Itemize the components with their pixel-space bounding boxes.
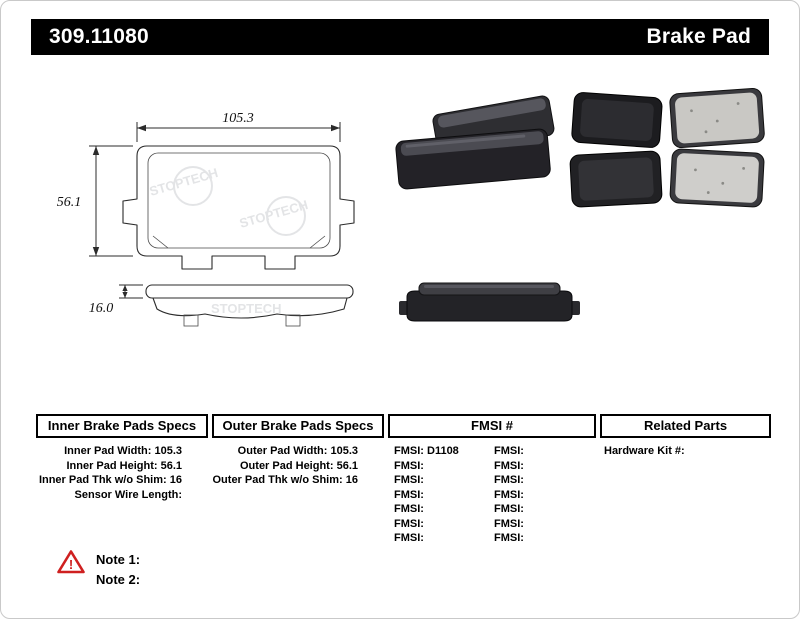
front-view-drawing: STOPTECH STOPTECH 105.3 56.1 bbox=[57, 111, 355, 270]
outer-specs-column: Outer Brake Pads Specs Outer Pad Width: … bbox=[212, 414, 384, 488]
stoptech-watermark: STOPTECH STOPTECH bbox=[148, 165, 310, 236]
spec-row: Sensor Wire Length: bbox=[74, 488, 182, 501]
fmsi-row: FMSI: bbox=[394, 459, 424, 472]
spec-row: Outer Pad Thk w/o Shim: 16 bbox=[212, 474, 359, 486]
friction-pad-bottom bbox=[669, 148, 765, 208]
outer-specs-header: Outer Brake Pads Specs bbox=[212, 414, 384, 438]
svg-text:!: ! bbox=[69, 557, 73, 572]
edge-friction-strip bbox=[418, 282, 561, 296]
fmsi-row: FMSI: bbox=[394, 532, 424, 544]
note-2: Note 2: bbox=[96, 572, 141, 587]
fmsi-row: FMSI: bbox=[494, 532, 524, 544]
front-pad-photo bbox=[395, 128, 551, 190]
spec-row: Inner Pad Thk w/o Shim: 16 bbox=[38, 474, 182, 486]
fmsi-row: FMSI: bbox=[494, 488, 524, 501]
side-tab bbox=[285, 314, 301, 327]
stoptech-watermark: STOPTECH bbox=[211, 301, 282, 316]
thickness-dim-label: 16.0 bbox=[89, 301, 114, 316]
fmsi-row: FMSI: bbox=[494, 517, 524, 530]
pad-inner-contour bbox=[147, 152, 331, 249]
spec-row: Inner Pad Width: 105.3 bbox=[64, 445, 182, 457]
fmsi-header: FMSI # bbox=[388, 414, 596, 438]
fmsi-row: FMSI: bbox=[494, 474, 524, 486]
warning-icon: ! bbox=[57, 550, 85, 574]
spec-row: Inner Pad Height: 56.1 bbox=[66, 459, 182, 472]
fmsi-row: FMSI: D1108 bbox=[394, 445, 459, 457]
side-view-drawing: STOPTECH 16.0 bbox=[89, 284, 354, 327]
fmsi-sub-column-2: FMSI: FMSI: FMSI: FMSI: FMSI: FMSI: FMSI… bbox=[494, 444, 524, 546]
product-name: Brake Pad bbox=[646, 25, 751, 48]
fmsi-row: FMSI: bbox=[494, 459, 524, 472]
related-parts-header: Related Parts bbox=[600, 414, 771, 438]
part-number: 309.11080 bbox=[49, 25, 149, 48]
width-dim-label: 105.3 bbox=[222, 111, 254, 126]
title-bar: 309.11080 Brake Pad bbox=[31, 19, 769, 55]
shim-pad-bottom bbox=[569, 150, 663, 208]
fmsi-row: FMSI: bbox=[394, 517, 424, 530]
note-1: Note 1: bbox=[96, 552, 141, 567]
detail-line bbox=[309, 235, 326, 249]
side-pad-body bbox=[152, 297, 348, 319]
height-dimension: 56.1 bbox=[57, 145, 133, 257]
spec-row: Outer Pad Width: 105.3 bbox=[237, 445, 358, 457]
thickness-dimension: 16.0 bbox=[89, 284, 143, 316]
fmsi-sub-column-1: FMSI: D1108 FMSI: FMSI: FMSI: FMSI: FMSI… bbox=[394, 444, 459, 546]
related-row: Hardware Kit #: bbox=[604, 445, 685, 457]
side-pad-strip bbox=[145, 284, 354, 299]
pad-outline bbox=[122, 145, 355, 270]
inner-specs-header: Inner Brake Pads Specs bbox=[36, 414, 208, 438]
fmsi-row: FMSI: bbox=[494, 445, 524, 457]
friction-pad-top bbox=[669, 87, 765, 149]
shim-pad-top bbox=[571, 92, 663, 148]
inner-specs-column: Inner Brake Pads Specs Inner Pad Width: … bbox=[36, 414, 208, 502]
fmsi-row: FMSI: bbox=[394, 488, 424, 501]
pad-pairs-photo bbox=[569, 87, 765, 208]
pad-edge-photo bbox=[399, 282, 580, 322]
fmsi-row: FMSI: bbox=[394, 474, 424, 486]
width-dimension: 105.3 bbox=[136, 111, 341, 142]
spec-row: Outer Pad Height: 56.1 bbox=[240, 459, 358, 472]
side-tab bbox=[183, 314, 199, 327]
related-parts-column: Related Parts Hardware Kit #: bbox=[600, 414, 771, 459]
pads-angled-photo bbox=[395, 95, 555, 190]
fmsi-row: FMSI: bbox=[494, 503, 524, 515]
fmsi-row: FMSI: bbox=[394, 503, 424, 515]
fmsi-column: FMSI # FMSI: D1108 FMSI: FMSI: FMSI: FMS… bbox=[388, 414, 596, 548]
edge-pad-body bbox=[406, 290, 573, 322]
height-dim-label: 56.1 bbox=[57, 195, 82, 210]
edge-highlight bbox=[424, 285, 554, 288]
detail-line bbox=[152, 235, 169, 249]
